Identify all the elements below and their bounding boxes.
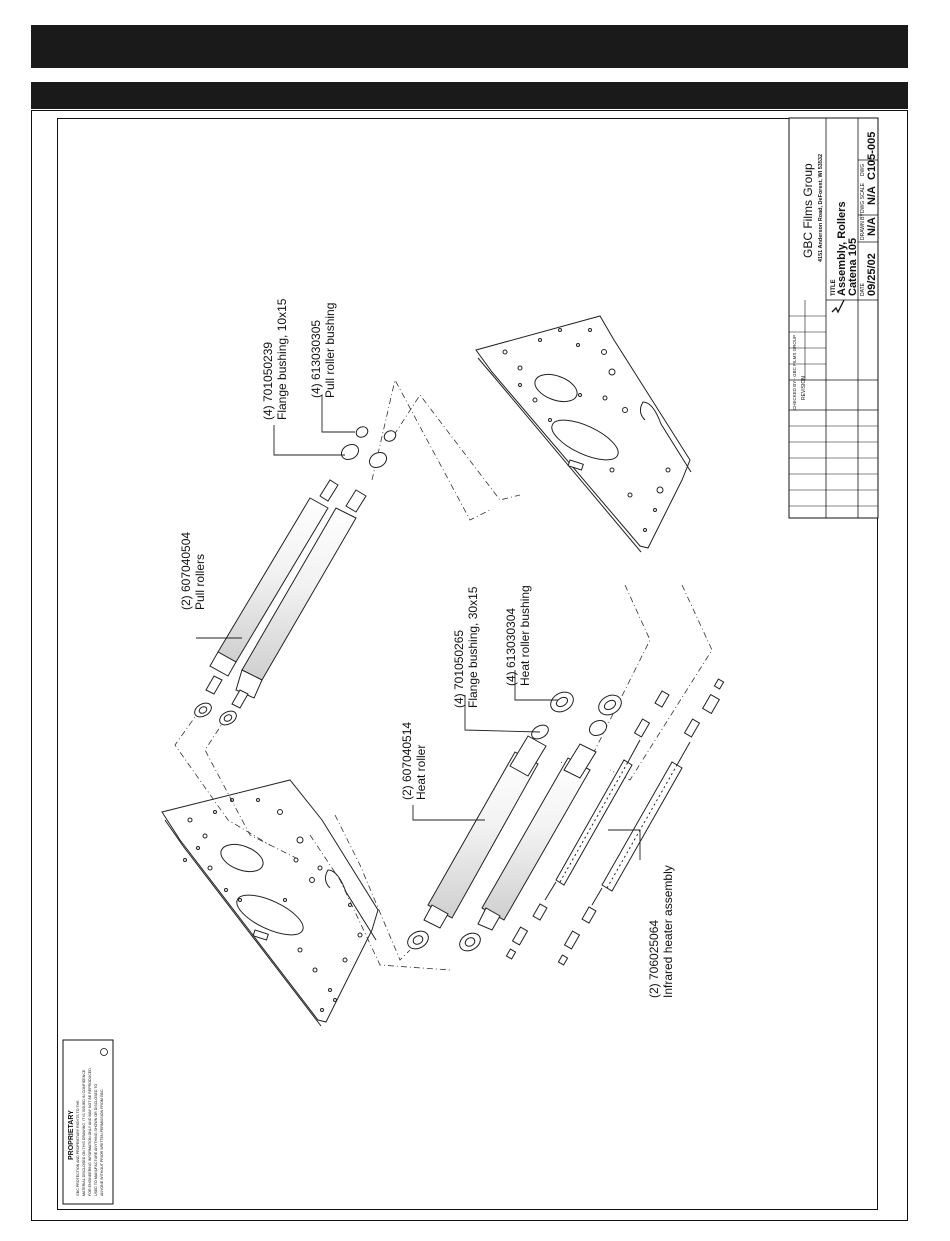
callout-desc: Pull rollers bbox=[193, 554, 207, 610]
company-address: 4151 Anderson Road, DeForest, WI 53532 bbox=[818, 154, 824, 262]
scale-label: DWG SCALE bbox=[860, 182, 866, 213]
proprietary-line: MATERIAL DISCLOSED ON THIS DRAWING. IT I… bbox=[82, 1069, 86, 1196]
drawing-subtitle: Catena 105 bbox=[847, 238, 859, 296]
revision-label: REVISION bbox=[801, 376, 807, 400]
pull-roller-upper bbox=[205, 479, 339, 695]
drawn-by-label: DRAWN BY bbox=[860, 213, 866, 240]
drawing-number: C105-005 bbox=[866, 132, 878, 180]
callout-desc: Heat roller bushing bbox=[518, 585, 532, 686]
callout-pull-roller-bushing: (4) 613030305 Pull roller bushing bbox=[309, 303, 337, 398]
pull-roller-lower bbox=[231, 489, 367, 709]
heat-roller-lower bbox=[477, 743, 597, 931]
copyright-icon bbox=[100, 1048, 108, 1056]
page-frame bbox=[31, 110, 908, 1221]
callout-number: (4) 701050239 bbox=[261, 342, 275, 420]
proprietary-line: USED TO MANUFACTURE ANYTHING SHOWN OR DI… bbox=[94, 1083, 98, 1196]
callout-number: (2) 706025064 bbox=[647, 920, 661, 998]
proprietary-heading: PROPRIETARY bbox=[68, 1110, 75, 1160]
proprietary-line: ANYONE WITHOUT PRIOR WRITTEN PERMISSION … bbox=[100, 1088, 104, 1196]
callout-desc: Infrared heater assembly bbox=[661, 865, 675, 998]
callout-number: (4) 613030305 bbox=[309, 320, 323, 398]
callout-desc: Heat roller bbox=[414, 745, 428, 800]
infrared-heater-lower bbox=[557, 678, 725, 966]
subheader-bar bbox=[31, 82, 908, 109]
dwg-label: DWG bbox=[860, 164, 866, 176]
callout-heat-roller: (2) 607040514 Heat roller bbox=[400, 722, 428, 800]
pull-roller-bushings bbox=[194, 426, 397, 726]
title-block: GBC Films Group 4151 Anderson Road, DeFo… bbox=[788, 117, 879, 519]
callout-desc: Flange bushing, 10x15 bbox=[275, 298, 289, 420]
callout-infrared-heater: (2) 706025064 Infrared heater assembly bbox=[647, 865, 675, 998]
drawing-scale: N/A bbox=[866, 186, 878, 205]
infrared-heater-upper bbox=[505, 690, 670, 960]
left-side-plate bbox=[161, 779, 379, 1027]
callout-flange-bushing-30x15: (4) 701050265 Flange bushing, 30x15 bbox=[452, 586, 480, 708]
callout-number: (4) 701050265 bbox=[452, 630, 466, 708]
callout-heat-roller-bushing: (4) 613030304 Heat roller bushing bbox=[504, 585, 532, 686]
company-name: GBC Films Group bbox=[801, 163, 815, 258]
leader-lines bbox=[196, 395, 641, 860]
checked-by: CHECKED BY - GBC FILMS GROUP bbox=[792, 335, 797, 410]
header-bar bbox=[31, 25, 908, 68]
drawing-frame bbox=[57, 118, 878, 1210]
right-side-plate bbox=[475, 315, 692, 553]
heat-roller-bushings bbox=[407, 691, 622, 952]
callout-desc: Flange bushing, 30x15 bbox=[466, 586, 480, 708]
drawing-date: 09/25/02 bbox=[866, 253, 878, 296]
date-label: DATE bbox=[860, 282, 866, 296]
drawn-by: N/A bbox=[866, 217, 878, 236]
drawing-title: Assembly, Rollers bbox=[836, 201, 848, 296]
callout-number: (2) 607040514 bbox=[400, 722, 414, 800]
callout-desc: Pull roller bushing bbox=[323, 303, 337, 398]
proprietary-line: FOR ENGINEERING INFORMATION ONLY AND MAY… bbox=[88, 1067, 92, 1196]
check-mark-icon bbox=[831, 299, 845, 314]
callout-number: (2) 607040504 bbox=[179, 532, 193, 610]
callout-flange-bushing-10x15: (4) 701050239 Flange bushing, 10x15 bbox=[261, 298, 289, 420]
title-label: TITLE bbox=[831, 279, 837, 296]
callout-pull-rollers: (2) 607040504 Pull rollers bbox=[179, 532, 207, 610]
proprietary-line: GBC PROTECTION AND PROPRIETARY RIGHTS TO… bbox=[76, 1100, 80, 1196]
proprietary-notice: PROPRIETARY GBC PROTECTION AND PROPRIETA… bbox=[62, 1039, 114, 1205]
callout-number: (4) 613030304 bbox=[504, 608, 518, 686]
